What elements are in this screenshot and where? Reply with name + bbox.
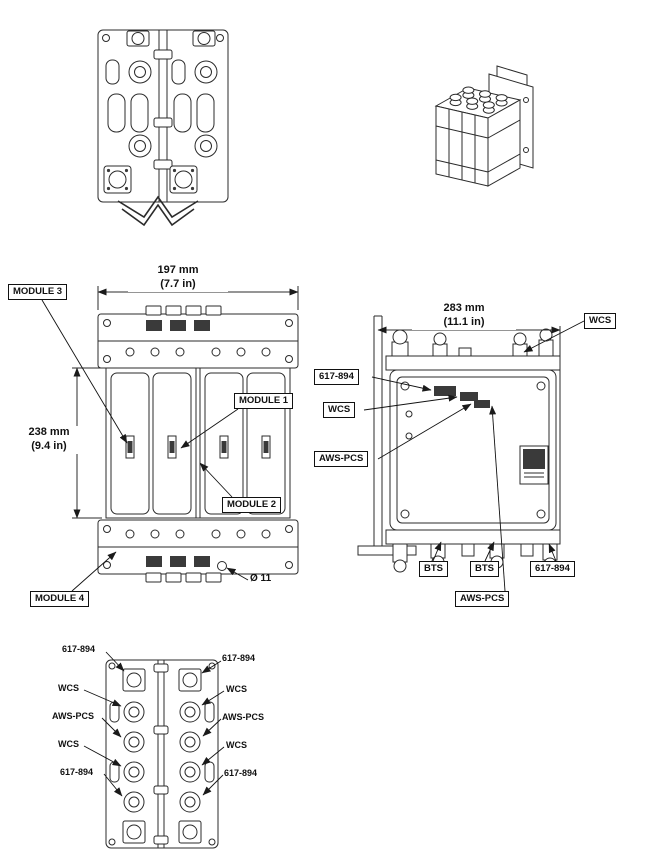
wcs-left-label: WCS	[323, 402, 356, 418]
top-view-left-label-wcs-2: WCS	[58, 739, 79, 749]
module-1-label: MODULE 1	[234, 393, 294, 409]
hole-diameter-label: Ø 11	[250, 573, 272, 584]
view-top	[105, 659, 219, 849]
leaders-side-mounted	[363, 320, 585, 592]
bts-label-2: BTS	[470, 561, 499, 577]
width-dimension-text: 197 mm (7.7 in)	[128, 264, 228, 292]
side-width-dim-mm: 283 mm	[443, 302, 485, 314]
top-view-right-label-617-894-1: 617-894	[222, 653, 256, 663]
view-isometric	[434, 65, 534, 187]
wcs-top-label: WCS	[584, 313, 617, 329]
view-front-dimensioned	[72, 286, 299, 583]
top-view-right-label-wcs-2: WCS	[226, 740, 247, 750]
module-2-label: MODULE 2	[222, 497, 282, 513]
top-view-right-label-aws-pcs: AWS-PCS	[222, 712, 265, 722]
view-side-mounted	[357, 315, 561, 573]
leaders-front-dimensioned	[41, 299, 249, 592]
side-width-dimension-text: 283 mm (11.1 in)	[412, 302, 516, 330]
top-view-left-label-617-894-2: 617-894	[60, 767, 94, 777]
aws-pcs-left-label: AWS-PCS	[314, 451, 369, 467]
width-dim-in: (7.7 in)	[160, 277, 196, 290]
mounting-hole	[217, 561, 227, 571]
top-view-right-label-617-894-2: 617-894	[224, 768, 258, 778]
leaders-top	[83, 651, 225, 797]
width-dim-mm: 197 mm	[157, 264, 199, 276]
617-894-right-label: 617-894	[530, 561, 575, 577]
unit-right-face	[487, 99, 521, 187]
top-view-right-label-wcs-1: WCS	[226, 684, 247, 694]
module-4-label: MODULE 4	[30, 591, 90, 607]
break-mark	[117, 195, 199, 219]
top-view-left-label-wcs-1: WCS	[58, 683, 79, 693]
module-3-label: MODULE 3	[8, 284, 68, 300]
height-dim-in: (9.4 in)	[31, 439, 67, 452]
bts-label-1: BTS	[419, 561, 448, 577]
bracket-foot	[357, 545, 417, 556]
aws-pcs-bottom-label: AWS-PCS	[455, 591, 510, 607]
view-front-break	[97, 29, 229, 227]
top-view-left-label-617-894-1: 617-894	[62, 644, 96, 654]
height-dimension-text: 238 mm (9.4 in)	[20, 426, 78, 454]
side-width-dim-in: (11.1 in)	[443, 315, 485, 328]
top-view-left-label-aws-pcs: AWS-PCS	[52, 711, 95, 721]
height-dim-mm: 238 mm	[28, 426, 70, 438]
617-894-left-label: 617-894	[314, 369, 359, 385]
